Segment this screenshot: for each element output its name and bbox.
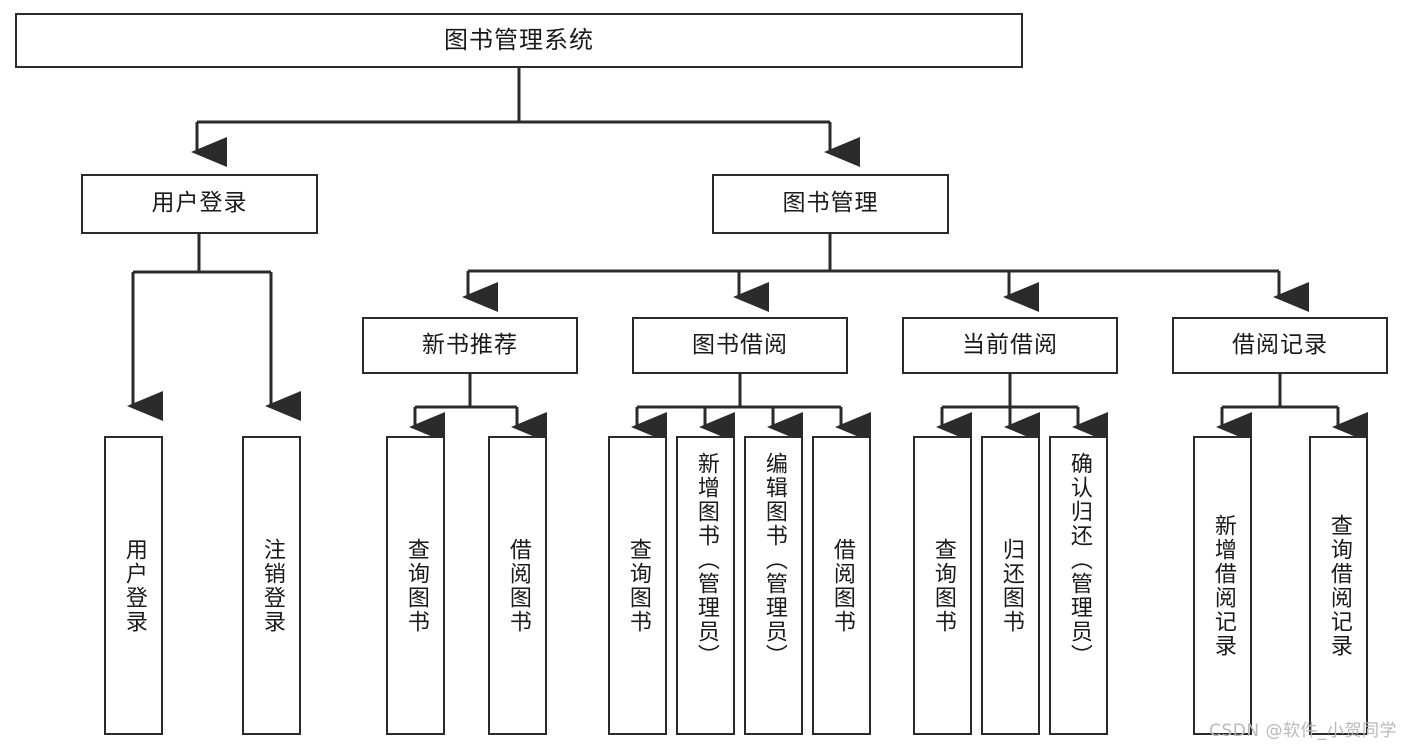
leaf-new-book-query[interactable]: 查询图书 [386, 436, 445, 735]
leaf-borrow-borrow-book[interactable]: 借阅图书 [812, 436, 871, 735]
leaf-label: 用户登录 [121, 537, 147, 634]
leaf-record-query[interactable]: 查询借阅记录 [1309, 436, 1368, 735]
leaf-label: 查询借阅记录 [1326, 513, 1352, 658]
leaf-label: 注销登录 [259, 537, 285, 634]
leaf-label: 新增图书（管理员） [693, 452, 719, 668]
leaf-record-add[interactable]: 新增借阅记录 [1193, 436, 1252, 735]
node-root[interactable]: 图书管理系统 [15, 13, 1023, 68]
leaf-label: 新增借阅记录 [1210, 513, 1236, 658]
leaf-user-login-login[interactable]: 用户登录 [104, 436, 163, 735]
node-current-borrow[interactable]: 当前借阅 [902, 317, 1118, 374]
leaf-current-confirm-return[interactable]: 确认归还（管理员） [1049, 436, 1108, 735]
node-user-login[interactable]: 用户登录 [81, 174, 318, 234]
leaf-label: 确认归还（管理员） [1066, 452, 1092, 668]
leaf-borrow-query-book[interactable]: 查询图书 [608, 436, 667, 735]
leaf-label: 借阅图书 [829, 537, 855, 634]
leaf-borrow-add-book[interactable]: 新增图书（管理员） [676, 436, 735, 735]
leaf-label: 编辑图书（管理员） [761, 452, 787, 668]
leaf-label: 查询图书 [930, 537, 956, 634]
leaf-label: 归还图书 [998, 537, 1024, 634]
leaf-current-return-book[interactable]: 归还图书 [981, 436, 1040, 735]
leaf-borrow-edit-book[interactable]: 编辑图书（管理员） [744, 436, 803, 735]
leaf-label: 查询图书 [403, 537, 429, 634]
watermark-text: CSDN @软件_小贺同学 [1209, 721, 1397, 741]
leaf-label: 查询图书 [625, 537, 651, 634]
leaf-label: 借阅图书 [505, 537, 531, 634]
node-book-borrow[interactable]: 图书借阅 [632, 317, 848, 374]
leaf-user-login-logout[interactable]: 注销登录 [242, 436, 301, 735]
node-new-book-recommend[interactable]: 新书推荐 [362, 317, 578, 374]
node-book-management[interactable]: 图书管理 [712, 174, 949, 234]
leaf-new-book-borrow[interactable]: 借阅图书 [488, 436, 547, 735]
leaf-current-query-book[interactable]: 查询图书 [913, 436, 972, 735]
node-borrow-record[interactable]: 借阅记录 [1172, 317, 1388, 374]
